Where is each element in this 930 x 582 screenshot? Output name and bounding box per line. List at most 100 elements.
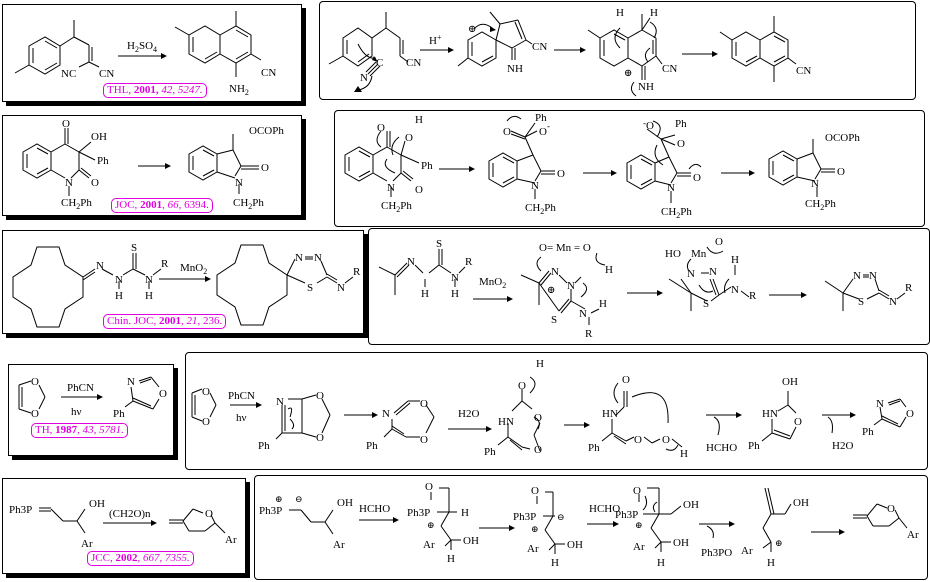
- cyclododecane-ring: [216, 244, 288, 326]
- ring-expanded-intermediate: [587, 14, 663, 97]
- atom-label: H: [461, 507, 469, 519]
- atom-label: N: [889, 296, 897, 308]
- tetrahydrofuran-product: [169, 508, 226, 534]
- atom-label: N: [731, 284, 739, 296]
- atom-label: H: [650, 7, 658, 19]
- atom-label: O: [420, 434, 428, 446]
- mechanism-start: [344, 130, 420, 197]
- atom-label: S: [703, 298, 709, 310]
- atom-label: O: [377, 122, 385, 134]
- atom-label: Ph3P: [9, 504, 32, 516]
- atom-label: N: [869, 270, 877, 282]
- atom-label: Ph: [366, 440, 378, 452]
- atom-label: Ar: [225, 534, 237, 546]
- atom-label: NH: [507, 63, 523, 75]
- atom-label: O: [420, 398, 428, 410]
- reaction-3-mechanism: N S N R H H MnO2 O= Mn = O N N H S N H R…: [378, 236, 913, 340]
- atom-label: R: [161, 258, 169, 270]
- atom-label: O: [316, 432, 324, 444]
- atom-label: O: [202, 386, 210, 398]
- cyclododecane-ring: [12, 246, 84, 328]
- atom-label: OH: [683, 499, 699, 511]
- atom-label: N: [145, 274, 153, 286]
- reaction-2-scheme: O OH Ph N O CH2Ph OCOPh O N CH2Ph: [22, 118, 284, 211]
- atom-label: Ph3P: [513, 511, 536, 523]
- quinolinedione: [22, 128, 96, 196]
- atom-label: O: [91, 177, 99, 189]
- atom-label: HN: [602, 408, 618, 420]
- thiadiazoline-ring: [286, 256, 354, 284]
- carboxylate-intermediate: [488, 115, 555, 199]
- atom-label: Ar: [633, 541, 645, 553]
- citation-badge: JCC, 2002, 667, 7355.: [87, 551, 194, 566]
- atom-label: OH: [463, 535, 479, 547]
- benzyl-label: CH2Ph: [525, 202, 556, 216]
- atom-label: Ph: [862, 426, 874, 438]
- plus-charge: ⊕: [635, 520, 643, 530]
- atom-label: N: [579, 308, 587, 320]
- atom-label: O: [887, 503, 895, 515]
- dioxole-ring: [191, 388, 217, 422]
- atom-label: S: [131, 242, 137, 254]
- atom-label: O: [518, 380, 526, 392]
- naphthalene-product: [174, 11, 262, 77]
- reaction-2-mechanism-box: O H O Ph N O CH2Ph Ph O O - O N CH2Ph: [334, 110, 925, 227]
- naphthalene-product: [719, 16, 797, 82]
- spiro-oxetane-intermediate: [638, 487, 682, 552]
- atom-label: H: [421, 288, 429, 300]
- atom-label: O: [425, 481, 433, 493]
- atom-label: N: [551, 266, 559, 278]
- reaction-5-summary-box: Ph3P OH Ar (CH2O)n O Ar JCC, 2002, 667, …: [2, 478, 246, 574]
- atom-label: OH: [89, 498, 105, 510]
- atom-label: HO: [665, 248, 681, 260]
- atom-label: O: [202, 416, 210, 428]
- condition-label: hν: [236, 412, 247, 424]
- reaction-5-mechanism-box: Ph3P ⊕ ⊖ OH Ar HCHO O Ph3P H OH Ar H ⊕: [254, 475, 928, 580]
- atom-label: Ar: [741, 545, 753, 557]
- reagent-label: H+: [429, 33, 442, 47]
- atom-label: Ph: [113, 408, 125, 420]
- atom-label: N: [451, 272, 459, 284]
- atom-label: O: [837, 166, 845, 178]
- plus-charge: ⊕: [468, 24, 476, 35]
- atom-label: Ph: [675, 118, 687, 130]
- atom-label: Ar: [527, 543, 539, 555]
- nc-label: NC: [61, 68, 76, 80]
- minus-charge: ⊖: [295, 494, 303, 504]
- atom-label: OH: [673, 537, 689, 549]
- atom-label: H: [551, 557, 559, 569]
- azetine-intermediate: [275, 394, 331, 440]
- atom-label: N: [387, 182, 395, 194]
- atom-label: O: [415, 184, 423, 196]
- benzyl-label: CH2Ph: [805, 198, 836, 212]
- atom-label: HN: [498, 416, 514, 428]
- atom-label: Ph3P: [259, 505, 282, 517]
- atom-label: Ar: [423, 539, 435, 551]
- atom-label: H: [616, 7, 624, 19]
- atom-label: Ph: [535, 112, 547, 124]
- plus-charge: ⊕: [275, 494, 283, 504]
- oxazoline-intermediate: [761, 391, 797, 442]
- atom-label: O: [159, 388, 167, 400]
- reaction-1-mechanism: C CN N H+ ⊕ CN NH: [328, 7, 811, 97]
- atom-label: O: [634, 434, 642, 446]
- atom-label: CN: [796, 65, 811, 77]
- atom-label: H: [767, 557, 775, 569]
- atom-label: -O: [643, 118, 654, 132]
- atom-label: S: [858, 296, 864, 308]
- byproduct-label: Ph3PO: [701, 547, 732, 559]
- atom-label: O: [557, 168, 565, 180]
- oxaphosphetane-intermediate: [430, 487, 461, 550]
- atom-label: Ph: [748, 440, 760, 452]
- reaction-2-summary-box: O OH Ph N O CH2Ph OCOPh O N CH2Ph JOC, 2…: [2, 115, 302, 216]
- atom-label: C: [376, 57, 383, 69]
- atom-label: N: [127, 376, 135, 388]
- plus-charge: ⊕: [531, 524, 539, 534]
- atom-label: Ph3P: [407, 507, 430, 519]
- reaction-1-mechanism-box: C CN N H+ ⊕ CN NH: [319, 1, 916, 100]
- atom-label: N: [337, 282, 345, 294]
- atom-label: N: [876, 398, 884, 410]
- atom-label: N: [276, 396, 284, 408]
- mechanism-start: [328, 12, 409, 91]
- atom-label: N: [382, 408, 390, 420]
